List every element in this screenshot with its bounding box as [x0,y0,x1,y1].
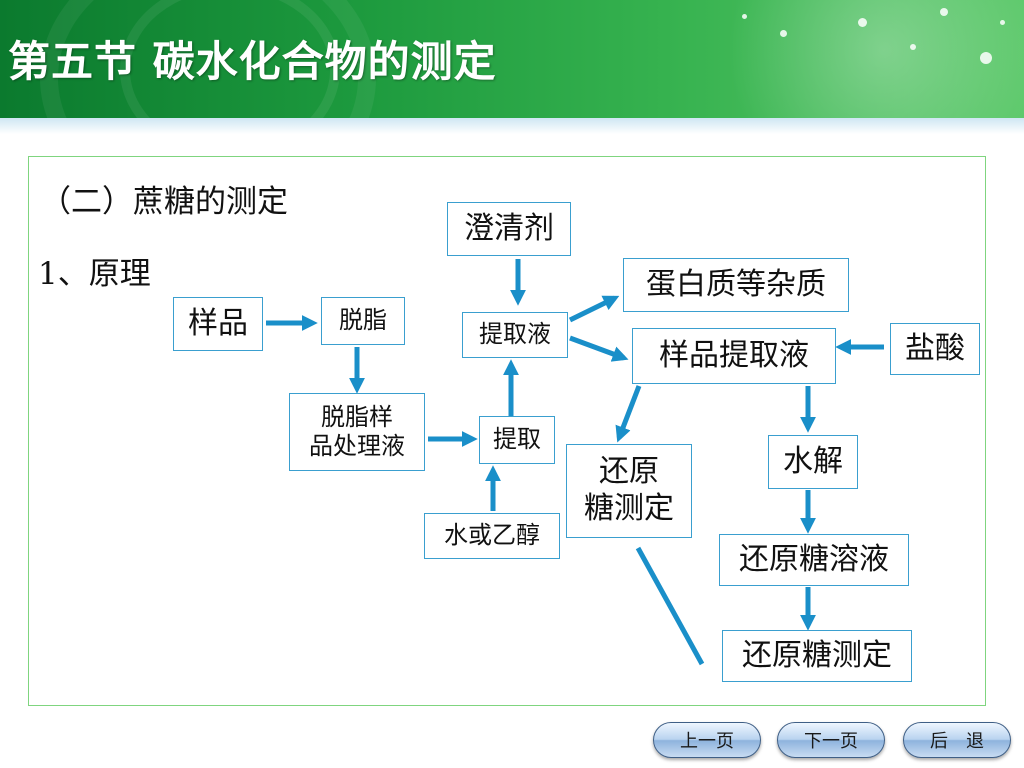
page-title: 第五节 碳水化合物的测定 [8,37,497,86]
node-reducing-sugar-test-2: 还原糖测定 [722,630,912,682]
node-extraction: 提取 [479,416,555,464]
node-degreased-solution: 脱脂样 品处理液 [289,393,425,471]
node-extract-liquid: 提取液 [462,312,568,358]
node-hydrochloric-acid: 盐酸 [890,323,980,375]
header-divider [0,118,1024,134]
node-reducing-sugar-solution: 还原糖溶液 [719,534,909,586]
node-sample: 样品 [173,297,263,351]
content-frame [28,156,986,706]
node-degrease: 脱脂 [321,297,405,345]
prev-page-button[interactable]: 上一页 [653,722,761,758]
node-impurities: 蛋白质等杂质 [623,258,849,312]
node-hydrolysis: 水解 [768,435,858,489]
next-page-button[interactable]: 下一页 [777,722,885,758]
back-button[interactable]: 后 退 [903,722,1011,758]
node-water-or-ethanol: 水或乙醇 [424,513,560,559]
section-heading: （二）蔗糖的测定 [40,184,288,220]
node-clarifier: 澄清剂 [447,202,571,256]
node-sample-extract: 样品提取液 [632,328,836,384]
slide-header: 第五节 碳水化合物的测定 [0,0,1024,118]
node-reducing-sugar-test-1: 还原 糖测定 [566,444,692,538]
subheading-principle: 1、原理 [38,256,151,292]
